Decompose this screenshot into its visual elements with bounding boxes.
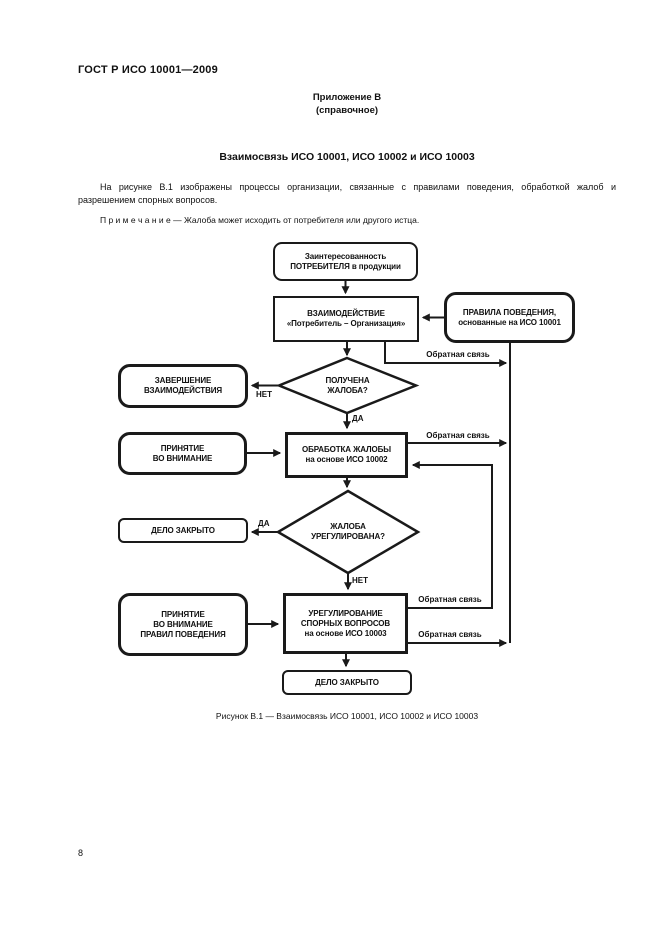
edge-label-no-1: НЕТ [256,390,272,399]
flowchart-decision-complaint-resolved: ЖАЛОБА УРЕГУЛИРОВАНА? [311,522,385,541]
flowchart-node-taking-into-account-code: ПРИНЯТИЕ ВО ВНИМАНИЕ ПРАВИЛ ПОВЕДЕНИЯ [118,593,248,656]
flowchart-node-case-closed-bottom: ДЕЛО ЗАКРЫТО [282,670,412,695]
edge-label-yes-1: ДА [352,414,364,423]
intro-paragraph: На рисунке В.1 изображены процессы орган… [78,182,616,205]
edge-label-feedback-1: Обратная связь [426,350,490,359]
flowchart-node-taking-into-account: ПРИНЯТИЕ ВО ВНИМАНИЕ [118,432,247,475]
flowchart-figure: Заинтересованность ПОТРЕБИТЕЛЯ в продукц… [80,240,580,705]
section-title: Взаимосвязь ИСО 10001, ИСО 10002 и ИСО 1… [219,151,475,163]
appendix-label: Приложение В [312,92,382,103]
flowchart-node-dispute-resolution: УРЕГУЛИРОВАНИЕ СПОРНЫХ ВОПРОСОВ на основ… [283,593,408,654]
flowchart-node-complaints-handling: ОБРАБОТКА ЖАЛОБЫ на основе ИСО 10002 [285,432,408,478]
edge-label-no-2: НЕТ [352,576,368,585]
edge-label-yes-2: ДА [258,519,270,528]
edge-label-feedback-3: Обратная связь [418,595,482,604]
flowchart-node-interaction: ВЗАИМОДЕЙСТВИЕ «Потребитель – Организаци… [273,296,419,342]
appendix-note: (справочное) [315,105,379,116]
flowchart-node-code-of-conduct: ПРАВИЛА ПОВЕДЕНИЯ, основанные на ИСО 100… [444,292,575,343]
edge-label-feedback-2: Обратная связь [426,431,490,440]
page-number: 8 [78,848,84,858]
flowchart-decision-complaint-received: ПОЛУЧЕНА ЖАЛОБА? [325,376,370,395]
document-number: ГОСТ Р ИСО 10001—2009 [78,64,218,76]
flowchart-node-end-interaction: ЗАВЕРШЕНИЕ ВЗАИМОДЕЙСТВИЯ [118,364,248,408]
flowchart-node-case-closed-left: ДЕЛО ЗАКРЫТО [118,518,248,543]
flowchart-connector-lines [245,280,511,668]
note-paragraph: П р и м е ч а н и е — Жалоба может исход… [100,215,420,225]
edge-label-feedback-4: Обратная связь [418,630,482,639]
figure-caption: Рисунок В.1 — Взаимосвязь ИСО 10001, ИСО… [215,711,479,721]
flowchart-node-consumer-interest: Заинтересованность ПОТРЕБИТЕЛЯ в продукц… [273,242,418,281]
